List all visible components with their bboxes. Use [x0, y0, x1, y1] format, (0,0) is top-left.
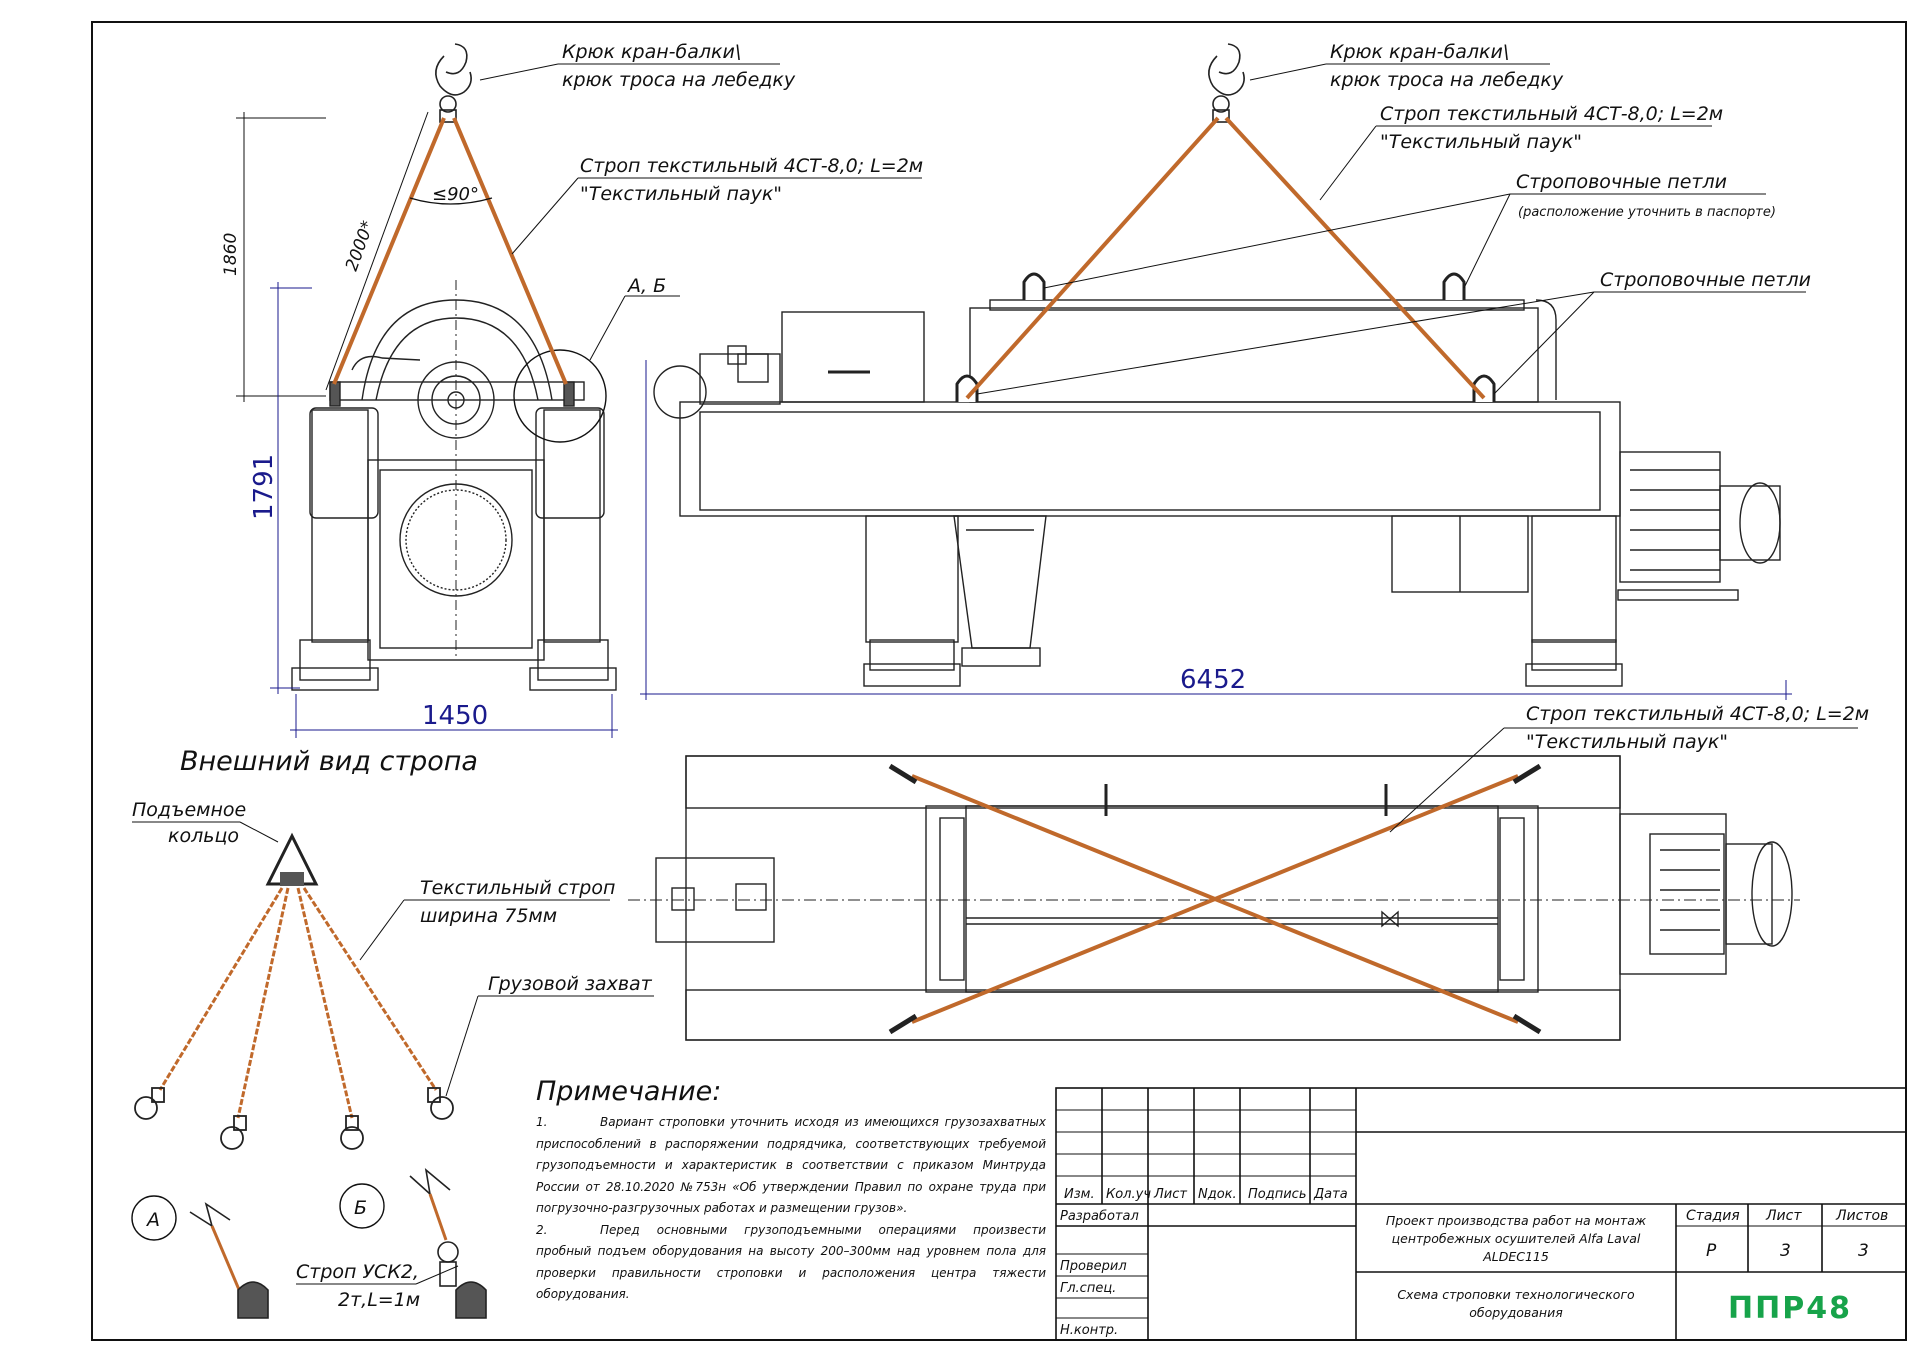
- side-sling-right: [1224, 116, 1486, 400]
- detail-leader: [589, 295, 626, 361]
- front-sling-left: [332, 117, 446, 385]
- detail-a-circle: [131, 1195, 177, 1241]
- ring-label-line1: Подъемное: [132, 799, 246, 821]
- textile-sling-label-line2: ширина 75мм: [420, 905, 557, 927]
- sling-label-line1-side: Строп текстильный 4СТ-8,0; L=2м: [1380, 103, 1723, 125]
- tb-stage: Р: [1706, 1241, 1717, 1261]
- notes-title: Примечание:: [536, 1076, 721, 1107]
- note-2-number: 2.: [536, 1222, 548, 1237]
- top-view: [628, 755, 1800, 1041]
- sling-label-line1-top: Строп текстильный 4СТ-8,0; L=2м: [1526, 703, 1869, 725]
- hook-label-line2-side: крюк троса на лебедку: [1330, 69, 1564, 91]
- front-hook-icon: [435, 43, 472, 123]
- note-1-text: Вариант строповки уточнить исходя из име…: [536, 1115, 1046, 1215]
- sling-label-line2-side: "Текстильный паук": [1380, 131, 1582, 153]
- detail-b-circle: [339, 1183, 385, 1229]
- side-sling-left: [965, 116, 1220, 400]
- tb-col-izm: Изм.: [1064, 1187, 1095, 1202]
- tb-sheets: 3: [1858, 1241, 1869, 1261]
- sling-leader-side: [1319, 125, 1377, 201]
- loops-label-1: Строповочные петли: [1516, 171, 1727, 193]
- sling-section-title: Внешний вид стропа: [180, 746, 478, 777]
- detail-ab-label: А, Б: [626, 275, 666, 297]
- sling-leg-hooks: [134, 1087, 454, 1150]
- textile-sling-label-line1: Текстильный строп: [420, 877, 615, 899]
- hook-leader-side: [1249, 63, 1327, 81]
- sheet-frame: [91, 21, 1907, 1341]
- detail-b-drawing: [409, 1168, 487, 1319]
- tb-col-date: Дата: [1313, 1187, 1348, 1202]
- ring-clamp: [280, 872, 304, 886]
- hook-label-line1-side: Крюк кран-балки\: [1330, 41, 1509, 63]
- hook-label-line2-front: крюк троса на лебедку: [562, 69, 796, 91]
- tb-sheets-label: Листов: [1835, 1208, 1888, 1224]
- detail-a-drawing: [189, 1202, 269, 1319]
- tb-role-developer: Разработал: [1060, 1209, 1139, 1224]
- dim-1791-label: 1791: [249, 454, 279, 520]
- project-title: Проект производства работ на монтаж цент…: [1385, 1213, 1647, 1264]
- usk-label-line2: 2т,L=1м: [338, 1289, 420, 1311]
- detail-a-label: А: [145, 1209, 160, 1231]
- front-sling-right: [452, 117, 568, 385]
- sling-leader-top: [1389, 727, 1505, 833]
- loops-label-2: Строповочные петли: [1600, 269, 1811, 291]
- sling-legs: [158, 887, 438, 1119]
- tb-col-ndok: Nдок.: [1198, 1187, 1237, 1202]
- drawing-title: Схема строповки технологического оборудо…: [1397, 1287, 1635, 1320]
- tb-col-list: Лист: [1153, 1187, 1187, 1202]
- usk-label-line1: Строп УСК2,: [296, 1261, 419, 1283]
- detail-b-label: Б: [354, 1197, 367, 1219]
- loops-note: (расположение уточнить в паспорте): [1518, 205, 1776, 220]
- side-loops: [955, 272, 1496, 402]
- title-block: [1055, 1087, 1907, 1341]
- tb-stage-label: Стадия: [1686, 1208, 1740, 1224]
- dim-2000-label: 2000*: [342, 218, 378, 273]
- note-1-number: 1.: [536, 1115, 548, 1129]
- sling-label-line1-front: Строп текстильный 4СТ-8,0; L=2м: [580, 155, 923, 177]
- tb-sheet: 3: [1780, 1241, 1791, 1261]
- dim-1791: [270, 282, 312, 694]
- detail-circle: [513, 349, 607, 443]
- hook-label-line1-front: Крюк кран-балки\: [562, 41, 741, 63]
- tb-col-sign: Подпись: [1248, 1187, 1306, 1202]
- dim-1450-label: 1450: [422, 701, 488, 731]
- note-2-text: Перед основными грузоподъемными операция…: [536, 1222, 1046, 1302]
- sling-leader-front: [511, 177, 579, 255]
- tb-role-normcontrol: Н.контр.: [1060, 1323, 1118, 1338]
- sling-label-line2-top: "Текстильный паук": [1526, 731, 1728, 753]
- tb-sheet-label: Лист: [1765, 1208, 1802, 1224]
- note-1: 1.Вариант строповки уточнить исходя из и…: [536, 1112, 1046, 1220]
- sling-label-line2-front: "Текстильный паук": [580, 183, 782, 205]
- loops-leader-2: [976, 291, 1595, 395]
- tb-col-kol: Кол.уч: [1106, 1187, 1151, 1202]
- angle-arc: [409, 197, 493, 205]
- top-sling-hooks: [888, 763, 1542, 1035]
- dim-1860: [236, 112, 326, 402]
- side-hook-icon: [1208, 43, 1245, 123]
- hook-leader-front: [479, 63, 559, 81]
- tb-role-checker: Проверил: [1060, 1259, 1127, 1274]
- top-sling-2: [911, 774, 1519, 1024]
- angle-label: ≤90°: [432, 184, 479, 205]
- side-view: [653, 299, 1781, 687]
- front-view: [291, 280, 617, 691]
- loops-leader-1: [1043, 193, 1511, 289]
- dim-6452: [640, 360, 1792, 700]
- tb-role-chief: Гл.спец.: [1060, 1281, 1116, 1296]
- notes-body: 1.Вариант строповки уточнить исходя из и…: [536, 1112, 1046, 1306]
- company-logo: ППР48: [1728, 1291, 1852, 1326]
- dim-2000: [325, 111, 429, 391]
- cargo-grip-label: Грузовой захват: [488, 973, 653, 995]
- ring-label-line2: кольцо: [168, 825, 239, 847]
- dim-1860-label: 1860: [221, 233, 241, 276]
- dim-6452-label: 6452: [1180, 665, 1246, 695]
- note-2: 2.Перед основными грузоподъемными операц…: [536, 1220, 1046, 1306]
- dim-1450: [290, 694, 618, 738]
